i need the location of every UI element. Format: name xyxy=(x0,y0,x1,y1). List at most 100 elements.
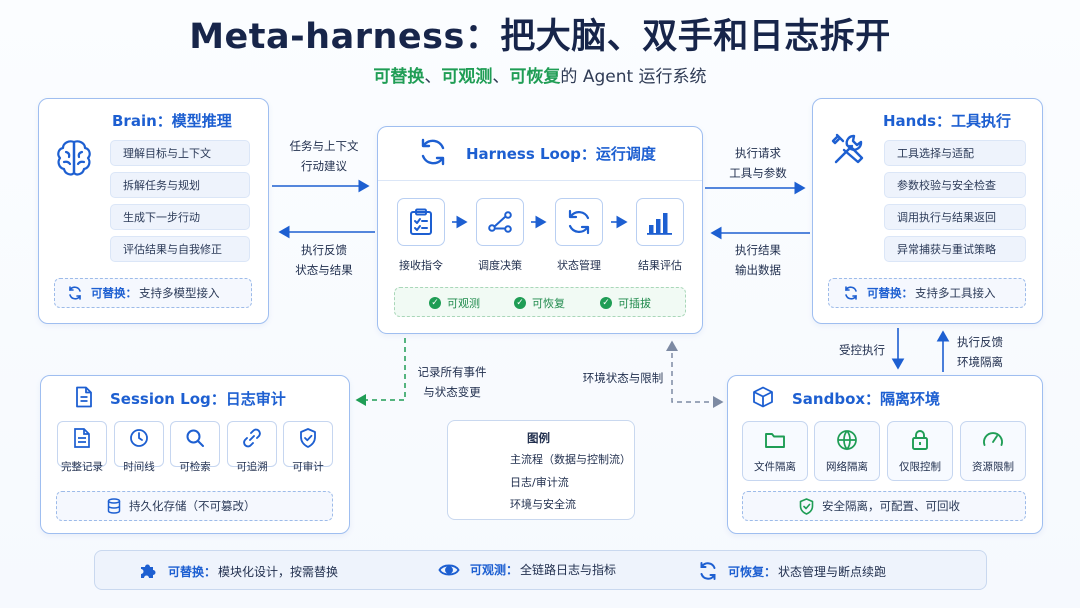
document-icon xyxy=(74,386,94,412)
step-decision xyxy=(476,198,524,246)
flow-hands-to-harness: 执行结果 输出数据 xyxy=(718,240,798,280)
bottom-item-recoverable: 可恢复：状态管理与断点续跑 xyxy=(698,561,886,581)
check-observable-text: 可观测 xyxy=(447,297,480,310)
brain-footer: 可替换：支持多模型接入 xyxy=(54,278,252,308)
flow-label-line: 输出数据 xyxy=(735,263,781,277)
check-pluggable-text: 可插拔 xyxy=(618,297,651,310)
subtitle-observable: 可观测 xyxy=(441,67,493,87)
bottom-strong: 可替换： xyxy=(168,564,217,579)
legend-main-flow: 主流程（数据与控制流） xyxy=(510,453,631,466)
search-icon xyxy=(186,429,204,447)
refresh-icon xyxy=(698,561,718,581)
session-tile-label: 完整记录 xyxy=(61,461,103,473)
globe-icon xyxy=(836,429,858,455)
check-recoverable-text: 可恢复 xyxy=(532,297,565,310)
flow-brain-to-harness: 任务与上下文 行动建议 xyxy=(284,136,364,176)
step-evaluate xyxy=(636,198,684,246)
flow-label-line: 状态与结果 xyxy=(295,263,353,277)
brain-item-3: 生成下一步行动 xyxy=(110,204,250,230)
brain-item-4: 评估结果与自我修正 xyxy=(110,236,250,262)
sandbox-tile-resource xyxy=(960,421,1026,481)
bar-chart-icon xyxy=(647,213,672,235)
hands-footer-text: 支持多工具接入 xyxy=(915,286,996,300)
brain-item-1: 理解目标与上下文 xyxy=(110,140,250,166)
brain-footer-strong: 可替换： xyxy=(91,286,137,300)
subtitle-sep-2: 、 xyxy=(492,67,510,87)
branch-icon xyxy=(488,211,512,233)
file-text-icon xyxy=(74,428,90,448)
bottom-item-replaceable: 可替换：模块化设计，按需替换 xyxy=(138,561,338,581)
sandbox-footer-text: 安全隔离，可配置、可回收 xyxy=(822,499,960,513)
harness-title: Harness Loop：运行调度 xyxy=(466,145,656,163)
session-tile-label: 可审计 xyxy=(292,461,324,473)
sandbox-tile-file xyxy=(742,421,808,481)
database-icon xyxy=(107,498,121,514)
sandbox-tile-label: 仅限控制 xyxy=(899,461,941,473)
flow-label-line: 执行结果 xyxy=(735,243,781,257)
step-decision-label: 调度决策 xyxy=(478,259,522,272)
session-tile-trace xyxy=(227,421,277,467)
subtitle-sep-1: 、 xyxy=(424,67,442,87)
flow-label-line: 工具与参数 xyxy=(729,166,787,180)
hands-item-3: 调用执行与结果返回 xyxy=(884,204,1026,230)
subtitle-replaceable: 可替换 xyxy=(373,67,425,87)
gauge-icon xyxy=(982,429,1004,453)
flow-label-line: 任务与上下文 xyxy=(289,139,359,153)
session-tile-timeline xyxy=(114,421,164,467)
sandbox-tile-label: 网络隔离 xyxy=(826,461,868,473)
session-tile-audit xyxy=(283,421,333,467)
session-tile-label: 时间线 xyxy=(123,461,155,473)
shield-check-icon xyxy=(300,428,316,448)
bottom-item-observable: 可观测：全链路日志与指标 xyxy=(438,561,616,578)
subtitle-recoverable: 可恢复 xyxy=(509,67,561,87)
subtitle-rest: 的 Agent 运行系统 xyxy=(560,67,707,87)
harness-checks-box xyxy=(394,287,686,317)
tools-icon xyxy=(830,130,868,172)
legend-env-flow: 环境与安全流 xyxy=(510,498,576,511)
flow-label-line: 记录所有事件 xyxy=(417,365,487,379)
hands-footer-strong: 可替换： xyxy=(867,286,913,300)
brain-footer-text: 支持多模型接入 xyxy=(139,286,220,300)
lock-icon xyxy=(910,429,930,455)
session-tile-search xyxy=(170,421,220,467)
legend-title: 图例 xyxy=(527,431,550,445)
bottom-text: 状态管理与断点续跑 xyxy=(778,564,887,579)
bottom-bar xyxy=(94,550,987,590)
check-icon: ✓ xyxy=(600,297,612,309)
flow-env-state: 环境状态与限制 xyxy=(582,371,664,385)
bottom-text: 模块化设计，按需替换 xyxy=(218,564,339,579)
sandbox-tile-label: 资源限制 xyxy=(972,461,1014,473)
sandbox-tile-label: 文件隔离 xyxy=(754,461,796,473)
bottom-strong: 可恢复： xyxy=(728,564,777,579)
check-icon: ✓ xyxy=(514,297,526,309)
sync-icon xyxy=(568,209,590,235)
flow-harness-to-log: 记录所有事件 与状态变更 xyxy=(412,362,492,402)
check-icon: ✓ xyxy=(429,297,441,309)
hands-title: Hands：工具执行 xyxy=(883,112,1012,130)
check-observable: ✓ 可观测 xyxy=(429,295,480,311)
link-icon xyxy=(243,428,261,448)
puzzle-icon xyxy=(138,561,158,581)
flow-harness-to-brain: 执行反馈 状态与结果 xyxy=(284,240,364,280)
flow-harness-to-hands: 执行请求 工具与参数 xyxy=(718,143,798,183)
refresh-icon xyxy=(843,285,859,301)
flow-sandbox-to-hands: 执行反馈 环境隔离 xyxy=(950,332,1010,372)
bottom-strong: 可观测： xyxy=(470,563,519,577)
check-recoverable: ✓ 可恢复 xyxy=(514,295,565,311)
flow-label-line: 执行反馈 xyxy=(957,335,1003,349)
flow-label-line: 执行请求 xyxy=(735,146,781,160)
check-pluggable: ✓ 可插拔 xyxy=(600,295,651,311)
sandbox-footer: 安全隔离，可配置、可回收 xyxy=(742,491,1026,521)
clipboard-icon xyxy=(410,208,432,235)
refresh-icon xyxy=(67,285,83,301)
hands-item-1: 工具选择与适配 xyxy=(884,140,1026,166)
hands-item-2: 参数校验与安全检查 xyxy=(884,172,1026,198)
page-title: Meta-harness：把大脑、双手和日志拆开 xyxy=(189,17,891,57)
session-footer: 持久化存储（不可篡改） xyxy=(56,491,333,521)
step-receive xyxy=(397,198,445,246)
harness-divider xyxy=(378,180,702,181)
eye-icon xyxy=(438,562,460,578)
bottom-text: 全链路日志与指标 xyxy=(520,563,617,577)
legend-box xyxy=(447,420,635,520)
